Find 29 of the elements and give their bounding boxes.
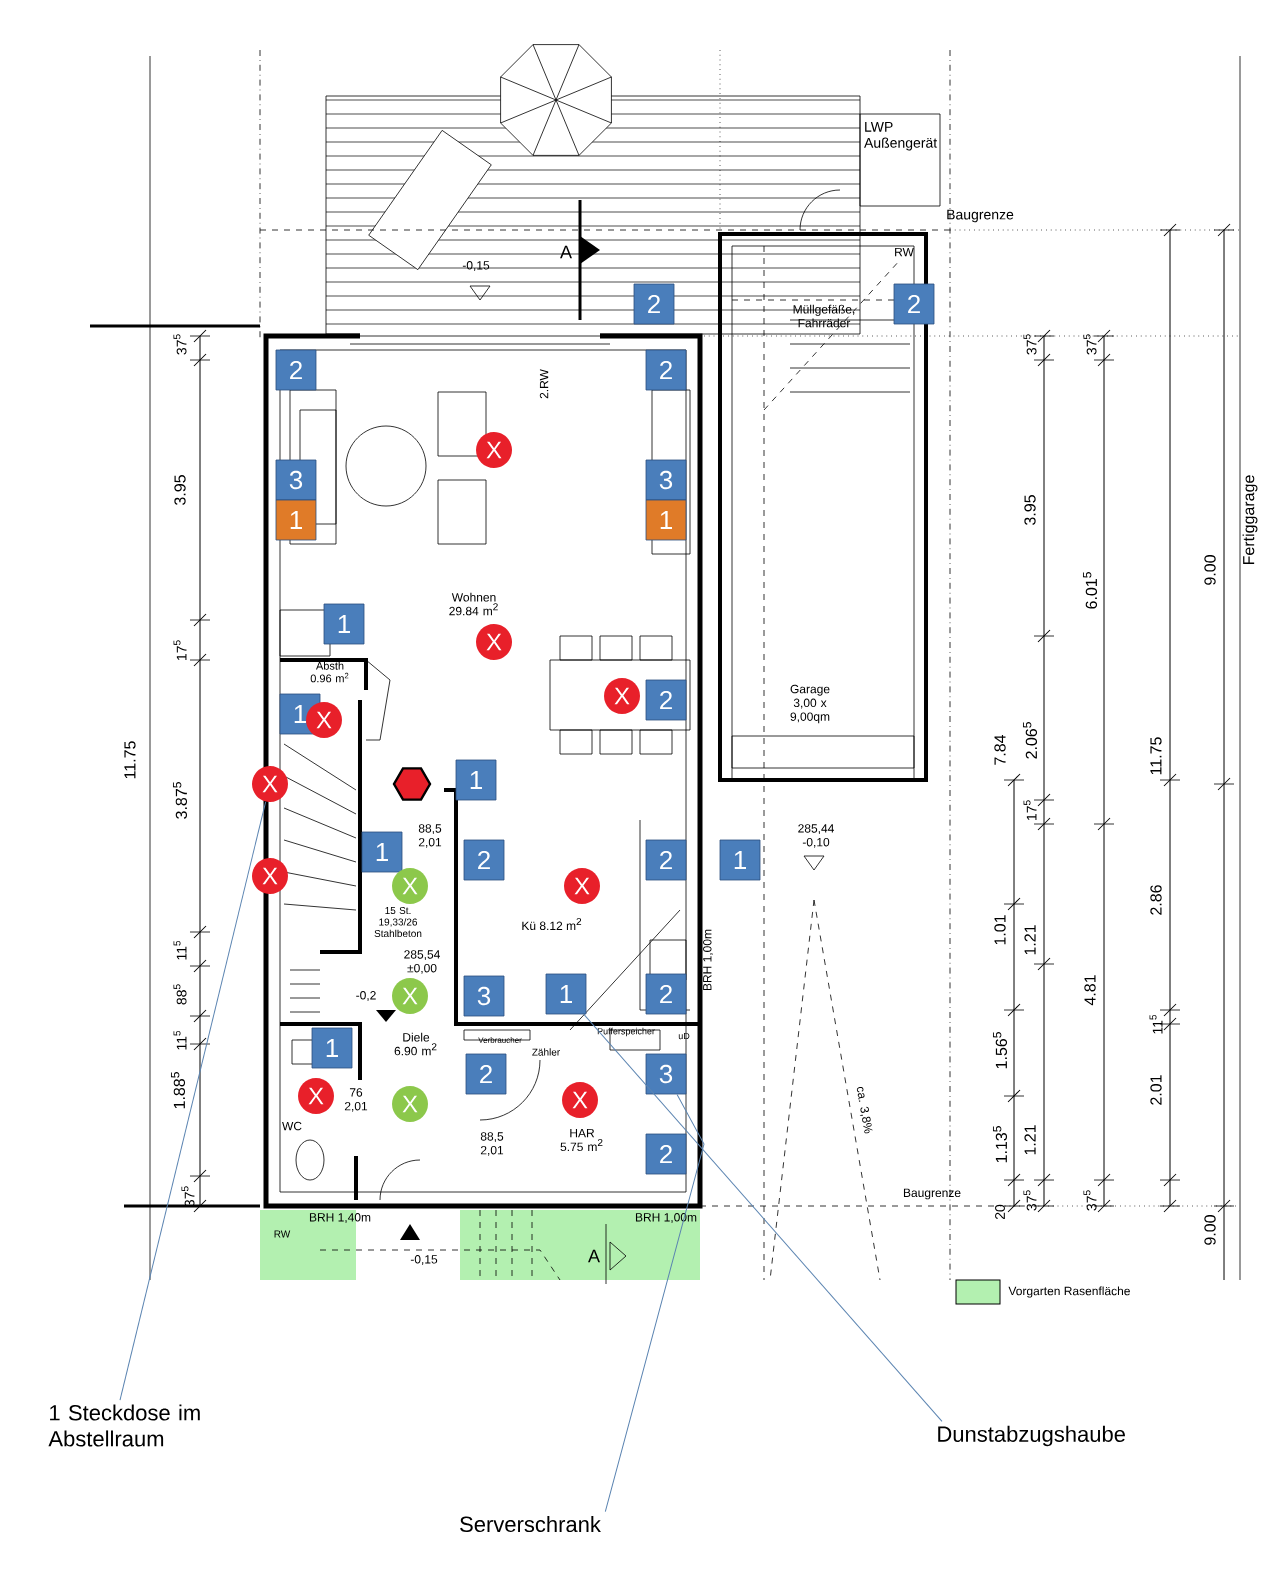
- section-label: A: [588, 1249, 600, 1263]
- note-label: Fertiggarage: [1242, 475, 1258, 565]
- dimension-label: 1.21: [1024, 1125, 1036, 1155]
- leader-line: [119, 801, 267, 1401]
- leader-line: [604, 1093, 705, 1513]
- leader-line: [583, 1013, 943, 1422]
- hexagon-symbol: [392, 767, 432, 801]
- callout-text: Dunstabzugshaube: [938, 1425, 1125, 1447]
- dimension-label: 9.00: [1204, 555, 1216, 585]
- callout-text: Serverschrank: [460, 1515, 601, 1533]
- dimension-label: 1.01: [994, 915, 1006, 945]
- dimension-label: 1.13$^{5}$: [993, 1126, 1008, 1163]
- dimension-label: 11.75: [1150, 737, 1162, 775]
- dimension-label: 1.21: [1024, 925, 1036, 955]
- dimension-label: 3.87$^{5}$: [173, 782, 188, 819]
- dimension-label: 2.86: [1150, 885, 1162, 915]
- dimension-label: 4.81: [1084, 975, 1096, 1006]
- dimension-label: 2.06$^{5}$: [1023, 722, 1038, 759]
- dimension-label: 6.01$^{5}$: [1083, 572, 1098, 609]
- dimension-label: 2.01: [1150, 1075, 1162, 1105]
- dimension-label: 11.75: [124, 741, 136, 779]
- dimension-label: 9.00: [1204, 1215, 1216, 1245]
- dimension-label: 7.84: [994, 734, 1006, 765]
- dimension-label: 1.56$^{5}$: [993, 1032, 1008, 1069]
- dimension-label: 1.88$^{5}$: [171, 1072, 186, 1109]
- section-label: A: [560, 245, 572, 259]
- dimension-label: 3.95: [174, 475, 186, 505]
- callout-text: 1 Steckdose im Abstellraum: [48, 1404, 200, 1447]
- dimension-label: 3.95: [1024, 495, 1036, 525]
